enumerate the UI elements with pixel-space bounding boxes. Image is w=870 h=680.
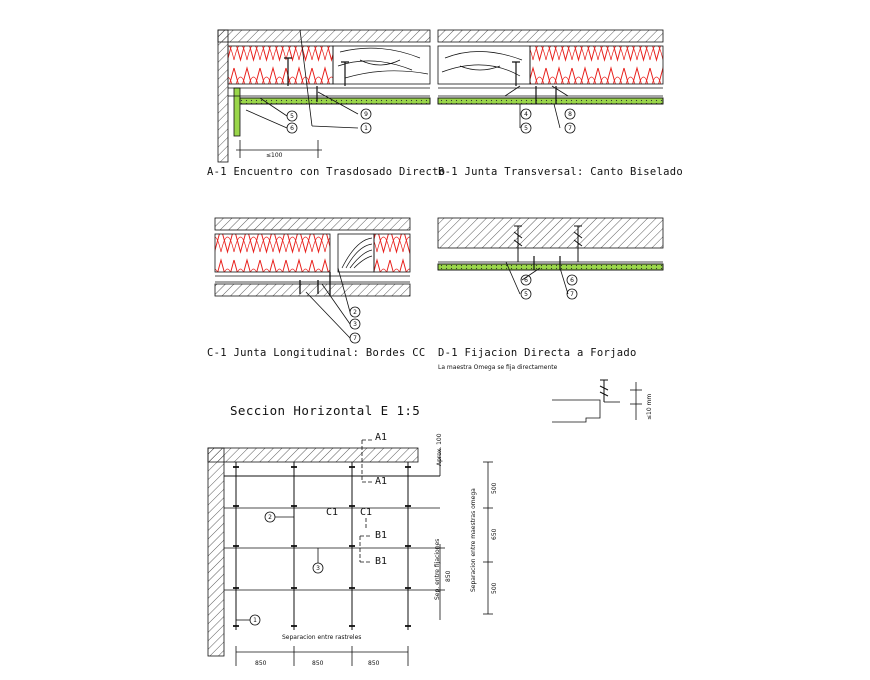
- detail-c1: [214, 217, 411, 344]
- marker-7c: 7: [570, 291, 574, 298]
- marker-1: 1: [364, 125, 368, 132]
- a1-insulation: [227, 45, 334, 85]
- marker-8: 8: [568, 111, 572, 118]
- marker-5b: 5: [524, 125, 528, 132]
- section-label-c1-right: C1: [360, 507, 373, 518]
- b1-slab: [437, 29, 664, 43]
- a1-slab: [217, 29, 431, 43]
- dim-850-1: 850: [255, 660, 267, 667]
- marker-5c: 5: [524, 291, 528, 298]
- detail-d1: [437, 217, 664, 300]
- section-label-a1-bottom: A1: [375, 476, 388, 487]
- dim-a1-width: ≤100: [266, 152, 283, 159]
- dim-850-2: 850: [312, 660, 324, 667]
- caption-d1: D-1 Fijacion Directa a Forjado: [438, 347, 637, 359]
- marker-1b: 1: [253, 617, 257, 624]
- horizontal-section: [207, 439, 493, 666]
- section-label-b1-bottom: B1: [375, 556, 388, 567]
- dim-approx: Aprox. 100: [436, 433, 443, 466]
- marker-7: 7: [568, 125, 572, 132]
- marker-7b: 7: [353, 335, 357, 342]
- c1-insulation-left: [214, 233, 331, 273]
- dim-sep-fijaciones: Sep. entre fijaciones: [434, 538, 441, 600]
- section-label-c1-left: C1: [326, 507, 339, 518]
- caption-b1: B-1 Junta Transversal: Canto Biselado: [438, 166, 683, 178]
- section-wall: [207, 447, 225, 657]
- caption-c1: C-1 Junta Longitudinal: Bordes CC: [207, 347, 426, 359]
- marker-6c: 6: [570, 277, 574, 284]
- a1-wall: [217, 29, 229, 163]
- marker-6b: 6: [524, 277, 528, 284]
- c1-board: [214, 283, 411, 297]
- dim-500-top: 500: [491, 482, 498, 494]
- marker-5: 5: [290, 113, 294, 120]
- dim-sep-omega: Separacion entre maestras omega: [470, 488, 477, 592]
- caption-a1: A-1 Encuentro con Trasdosado Directo: [207, 166, 446, 178]
- section-slab: [207, 447, 419, 463]
- detail-a1: [217, 29, 431, 163]
- marker-2: 2: [353, 309, 357, 316]
- dim-850-3: 850: [368, 660, 380, 667]
- dim-850-vertical: 850: [445, 570, 452, 582]
- d1-slab: [437, 217, 664, 249]
- screw-detail: [552, 379, 642, 423]
- a1-wood: [332, 45, 431, 85]
- section-label-a1-top: A1: [375, 432, 388, 443]
- section-label-b1-top: B1: [375, 530, 388, 541]
- b1-insulation: [529, 45, 664, 85]
- c1-slab: [214, 217, 411, 231]
- dim-500-bottom: 500: [491, 582, 498, 594]
- marker-3: 3: [353, 321, 357, 328]
- caption-d1-note: La maestra Omega se fija directamente: [438, 364, 558, 371]
- dim-screw-length: ≤10 mm: [646, 393, 653, 420]
- dim-650: 650: [491, 528, 498, 540]
- marker-2b: 2: [268, 514, 272, 521]
- dim-sep-rastreles: Separacion entre rastreles: [282, 634, 362, 641]
- marker-4: 4: [524, 111, 528, 118]
- marker-3b: 3: [316, 565, 320, 572]
- a1-wall-board: [233, 87, 241, 137]
- marker-9: 9: [364, 111, 368, 118]
- marker-digits: 5 6 9 1 4 5 8 7 2 3 7 6 5 6 7 2 3 1: [253, 111, 574, 624]
- detail-b1: [437, 29, 664, 134]
- c1-insulation-right: [373, 233, 411, 273]
- section-title: Seccion Horizontal E 1:5: [230, 403, 421, 418]
- marker-6: 6: [290, 125, 294, 132]
